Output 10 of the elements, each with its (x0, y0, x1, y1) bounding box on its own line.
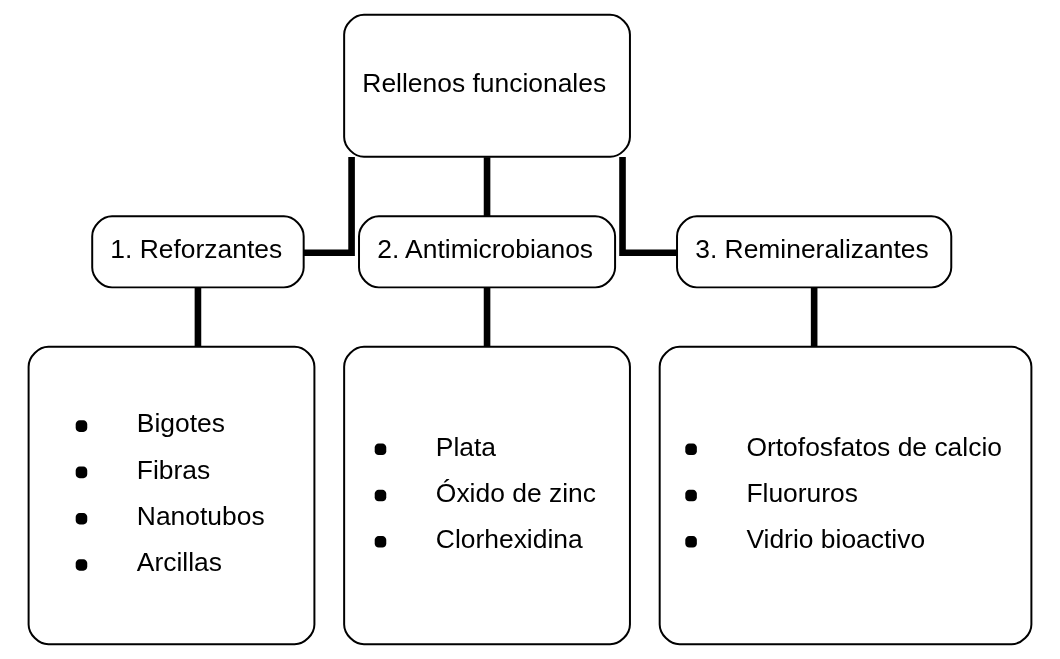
node-box: Bigotes Fibras Nanotubos Arcillas (27, 345, 316, 646)
node-box: Ortofosfatos de calcio Fluoruros Vidrio bioactivo (658, 345, 1033, 646)
connector (194, 287, 202, 347)
connector (483, 287, 491, 347)
node-box: Rellenos funcionales (343, 13, 631, 158)
node-box: 3. Remineralizantes (676, 215, 953, 289)
connector (810, 287, 818, 347)
node-box: 1. Reforzantes (91, 215, 305, 289)
node-box: 2. Antimicrobianos (358, 215, 617, 289)
node-box: Plata Óxido de zinc Clorhexidina (343, 345, 631, 646)
